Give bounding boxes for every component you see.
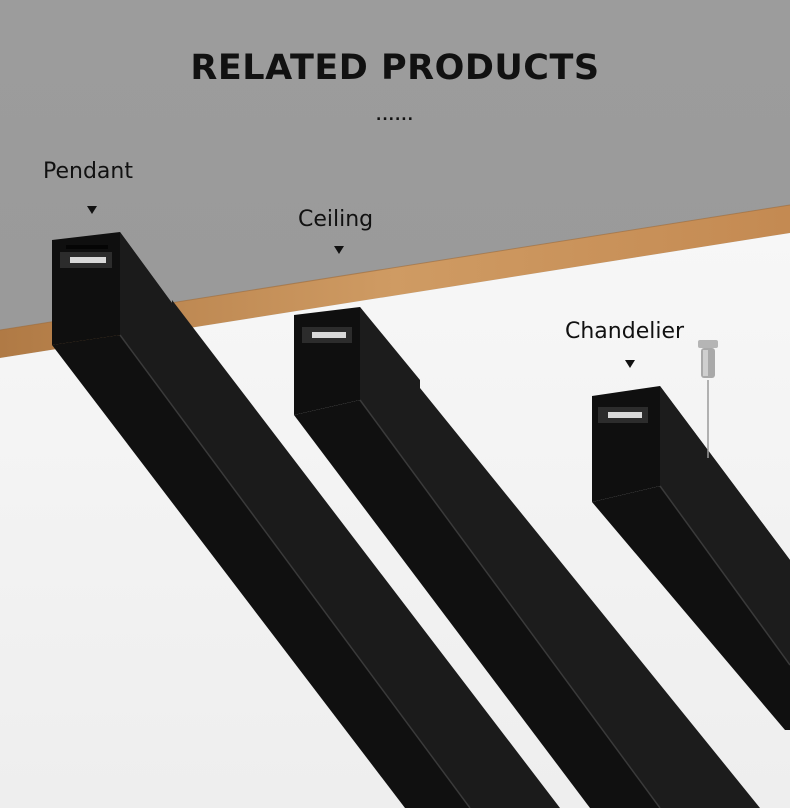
label-ceiling: Ceiling xyxy=(298,207,374,232)
ceiling-profile xyxy=(294,307,760,808)
label-chandelier: Chandelier xyxy=(565,319,685,344)
title-divider-dots: ...... xyxy=(376,108,414,124)
label-pendant: Pendant xyxy=(43,159,133,184)
pendant-profile xyxy=(52,232,560,808)
chandelier-profile xyxy=(592,386,790,730)
down-triangle-icon xyxy=(334,246,344,254)
page-title: RELATED PRODUCTS xyxy=(190,48,600,88)
suspension-clip-icon xyxy=(698,340,718,458)
down-triangle-icon xyxy=(87,206,97,214)
wood-trim xyxy=(0,205,790,358)
down-triangle-icon xyxy=(625,360,635,368)
